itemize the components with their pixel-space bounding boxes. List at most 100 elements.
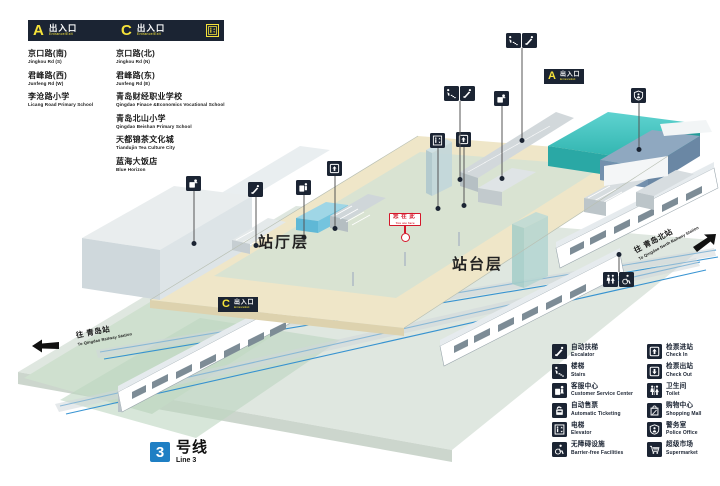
map-pin-customer-service-2[interactable] — [296, 180, 311, 240]
exit-c-letter: C — [121, 22, 132, 39]
map-exit-a-en: Entrance/Exit — [559, 77, 576, 81]
legend-label-en: Shopping Mall — [666, 410, 702, 417]
right-mall-building — [548, 112, 712, 188]
ticket-machine-icon — [552, 402, 567, 418]
destination-cn: 蓝海大饭店 — [116, 156, 158, 166]
stairs-icon — [506, 33, 521, 48]
list-item: 天都锦茶文化城 Tiandujin Tea Culture City — [116, 136, 225, 151]
label-platform-level: 站台层 — [452, 256, 504, 273]
list-item: 君峰路(东) Junfeng Rd (E) — [116, 70, 225, 87]
map-pin-escalator[interactable] — [248, 182, 263, 248]
legend-label-en: Automatic Ticketing — [571, 410, 621, 417]
map-pin-toilet-barrierfree[interactable] — [603, 252, 634, 287]
legend-item-escalator: 自动扶梯 Escalator — [552, 344, 633, 359]
legend-item-automatic-ticketing: 自动售票 Automatic Ticketing — [552, 402, 633, 418]
glass-column-right — [96, 228, 116, 238]
legend-label-en: Elevator — [571, 430, 592, 437]
destination-cn: 君峰路(东) — [116, 70, 156, 80]
platform-stairs-right — [584, 174, 650, 216]
destination-en: Blue Horizon — [116, 166, 146, 172]
destination-cn: 君峰路(西) — [28, 70, 68, 80]
destination-en: Jingkou Rd (N) — [116, 59, 151, 64]
legend-label-cn: 警务室 — [666, 421, 687, 429]
destination-en: Jingkou Rd (S) — [28, 59, 62, 64]
legend-label-cn: 客服中心 — [571, 382, 599, 390]
check-in-icon — [647, 344, 663, 359]
map-exit-a-cn: 出入口 — [559, 71, 581, 78]
map-pin-elevator[interactable] — [430, 133, 445, 211]
shopping-mall-icon — [647, 402, 663, 418]
line-badge: 3 号线 Line 3 — [150, 440, 208, 464]
map-pin-police[interactable] — [631, 88, 646, 152]
line-label-en: Line 3 — [176, 457, 197, 464]
legend-label-cn: 自动售票 — [571, 402, 599, 410]
escalator-hall-1 — [330, 194, 386, 232]
legend-item-supermarket: 超级市场 Supermarket — [647, 441, 701, 457]
map-pin-customer-service[interactable] — [186, 176, 201, 246]
you-are-here-marker: 您在此 You are here — [389, 213, 422, 243]
elevator-icon — [430, 133, 445, 148]
legend-column-left: 自动扶梯 Escalator 楼梯 Stairs 客服中心 — [552, 344, 633, 457]
legend-label-en: Check In — [666, 352, 688, 359]
legend-label-en: Barrier-free Facilities — [571, 449, 624, 456]
legend-label-cn: 电梯 — [571, 421, 585, 429]
map-exit-a-letter: A — [548, 70, 556, 82]
left-building — [82, 186, 252, 300]
legend-label-cn: 超级市场 — [666, 441, 694, 449]
exit-a-letter: A — [33, 22, 44, 39]
toilet-icon — [603, 272, 618, 287]
legend-label-cn: 检票进站 — [666, 343, 694, 351]
escalator-to-exit-a — [460, 112, 574, 192]
list-item: 君峰路(西) Junfeng Rd (W) — [28, 70, 136, 87]
line-label-cn: 号线 — [176, 439, 209, 456]
legend-label-cn: 购物中心 — [666, 402, 694, 410]
elevator-icon — [552, 422, 567, 437]
list-item: 青岛财经职业学校 Qingdao Finace &Economics Vocat… — [116, 93, 225, 108]
legend-label-en: Escalator — [571, 352, 595, 359]
map-pin-check-in[interactable] — [327, 161, 342, 231]
destination-en: Qingdao Beishan Primary School — [116, 123, 192, 129]
hall-wall-right — [604, 156, 668, 186]
list-item: 蓝海大饭店 Blue Horizon — [116, 156, 225, 173]
escalator-icon — [522, 33, 537, 48]
legend-label-cn: 自动扶梯 — [571, 343, 599, 351]
legend-label-cn: 卫生间 — [666, 382, 687, 390]
map-pin-customer-service-3[interactable] — [494, 91, 509, 181]
map-exit-tag-c[interactable]: C 出入口 Entrance/Exit — [218, 297, 259, 312]
legend-label-en: Customer Service Center — [571, 391, 634, 398]
line-number: 3 — [150, 442, 170, 462]
legend-column-right: 检票进站 Check In 检票出站 Check Out 卫生间 — [647, 344, 701, 457]
legend-label-en: Supermarket — [666, 449, 698, 456]
exit-c-destination-list: 京口路(北) Jingkou Rd (N) 君峰路(东) Junfeng Rd … — [116, 50, 225, 173]
arrow-left-icon — [30, 338, 60, 359]
arrow-right-icon — [692, 232, 718, 257]
destination-en: Junfeng Rd (W) — [28, 80, 64, 86]
list-item: 京口路(北) Jingkou Rd (N) — [116, 50, 225, 65]
map-exit-tag-a[interactable]: A 出入口 Entrance/Exit — [544, 69, 585, 84]
barrier-free-icon — [552, 441, 567, 457]
escalator-icon — [248, 182, 263, 197]
exit-a-label-en: Entrance/Exit — [48, 32, 73, 37]
exit-c-header: C 出入口 Entrance/Exit — [116, 20, 224, 41]
destination-en: Qingdao Finace &Economics Vocational Sch… — [116, 102, 225, 108]
legend-item-check-out: 检票出站 Check Out — [647, 363, 701, 379]
legend-item-toilet: 卫生间 Toilet — [647, 383, 701, 398]
police-icon — [647, 422, 663, 437]
map-pin-stairs-escalator-2[interactable] — [506, 33, 537, 143]
stairs-icon — [444, 86, 459, 101]
legend-item-shopping-mall: 购物中心 Shopping Mall — [647, 402, 702, 418]
legend-label-cn: 楼梯 — [571, 363, 585, 371]
glass-column-platform — [512, 212, 548, 288]
escalator-platform-1 — [478, 168, 536, 206]
legend-label-en: Stairs — [571, 371, 586, 378]
exit-c-label-cn: 出入口 — [136, 22, 166, 33]
exit-a-label-cn: 出入口 — [48, 22, 78, 33]
legend-item-stairs: 楼梯 Stairs — [552, 363, 633, 379]
map-pin-stairs-escalator[interactable] — [444, 86, 475, 182]
police-icon — [631, 88, 646, 103]
exit-a-destination-list: 京口路(南) Jingkou Rd (S) 君峰路(西) Junfeng Rd … — [28, 50, 136, 108]
direction-right: 往 青岛北站 To Qingdao North Railway Station — [632, 214, 699, 261]
legend-label-en: Check Out — [666, 371, 692, 378]
destination-en: Tiandujin Tea Culture City — [116, 145, 176, 151]
